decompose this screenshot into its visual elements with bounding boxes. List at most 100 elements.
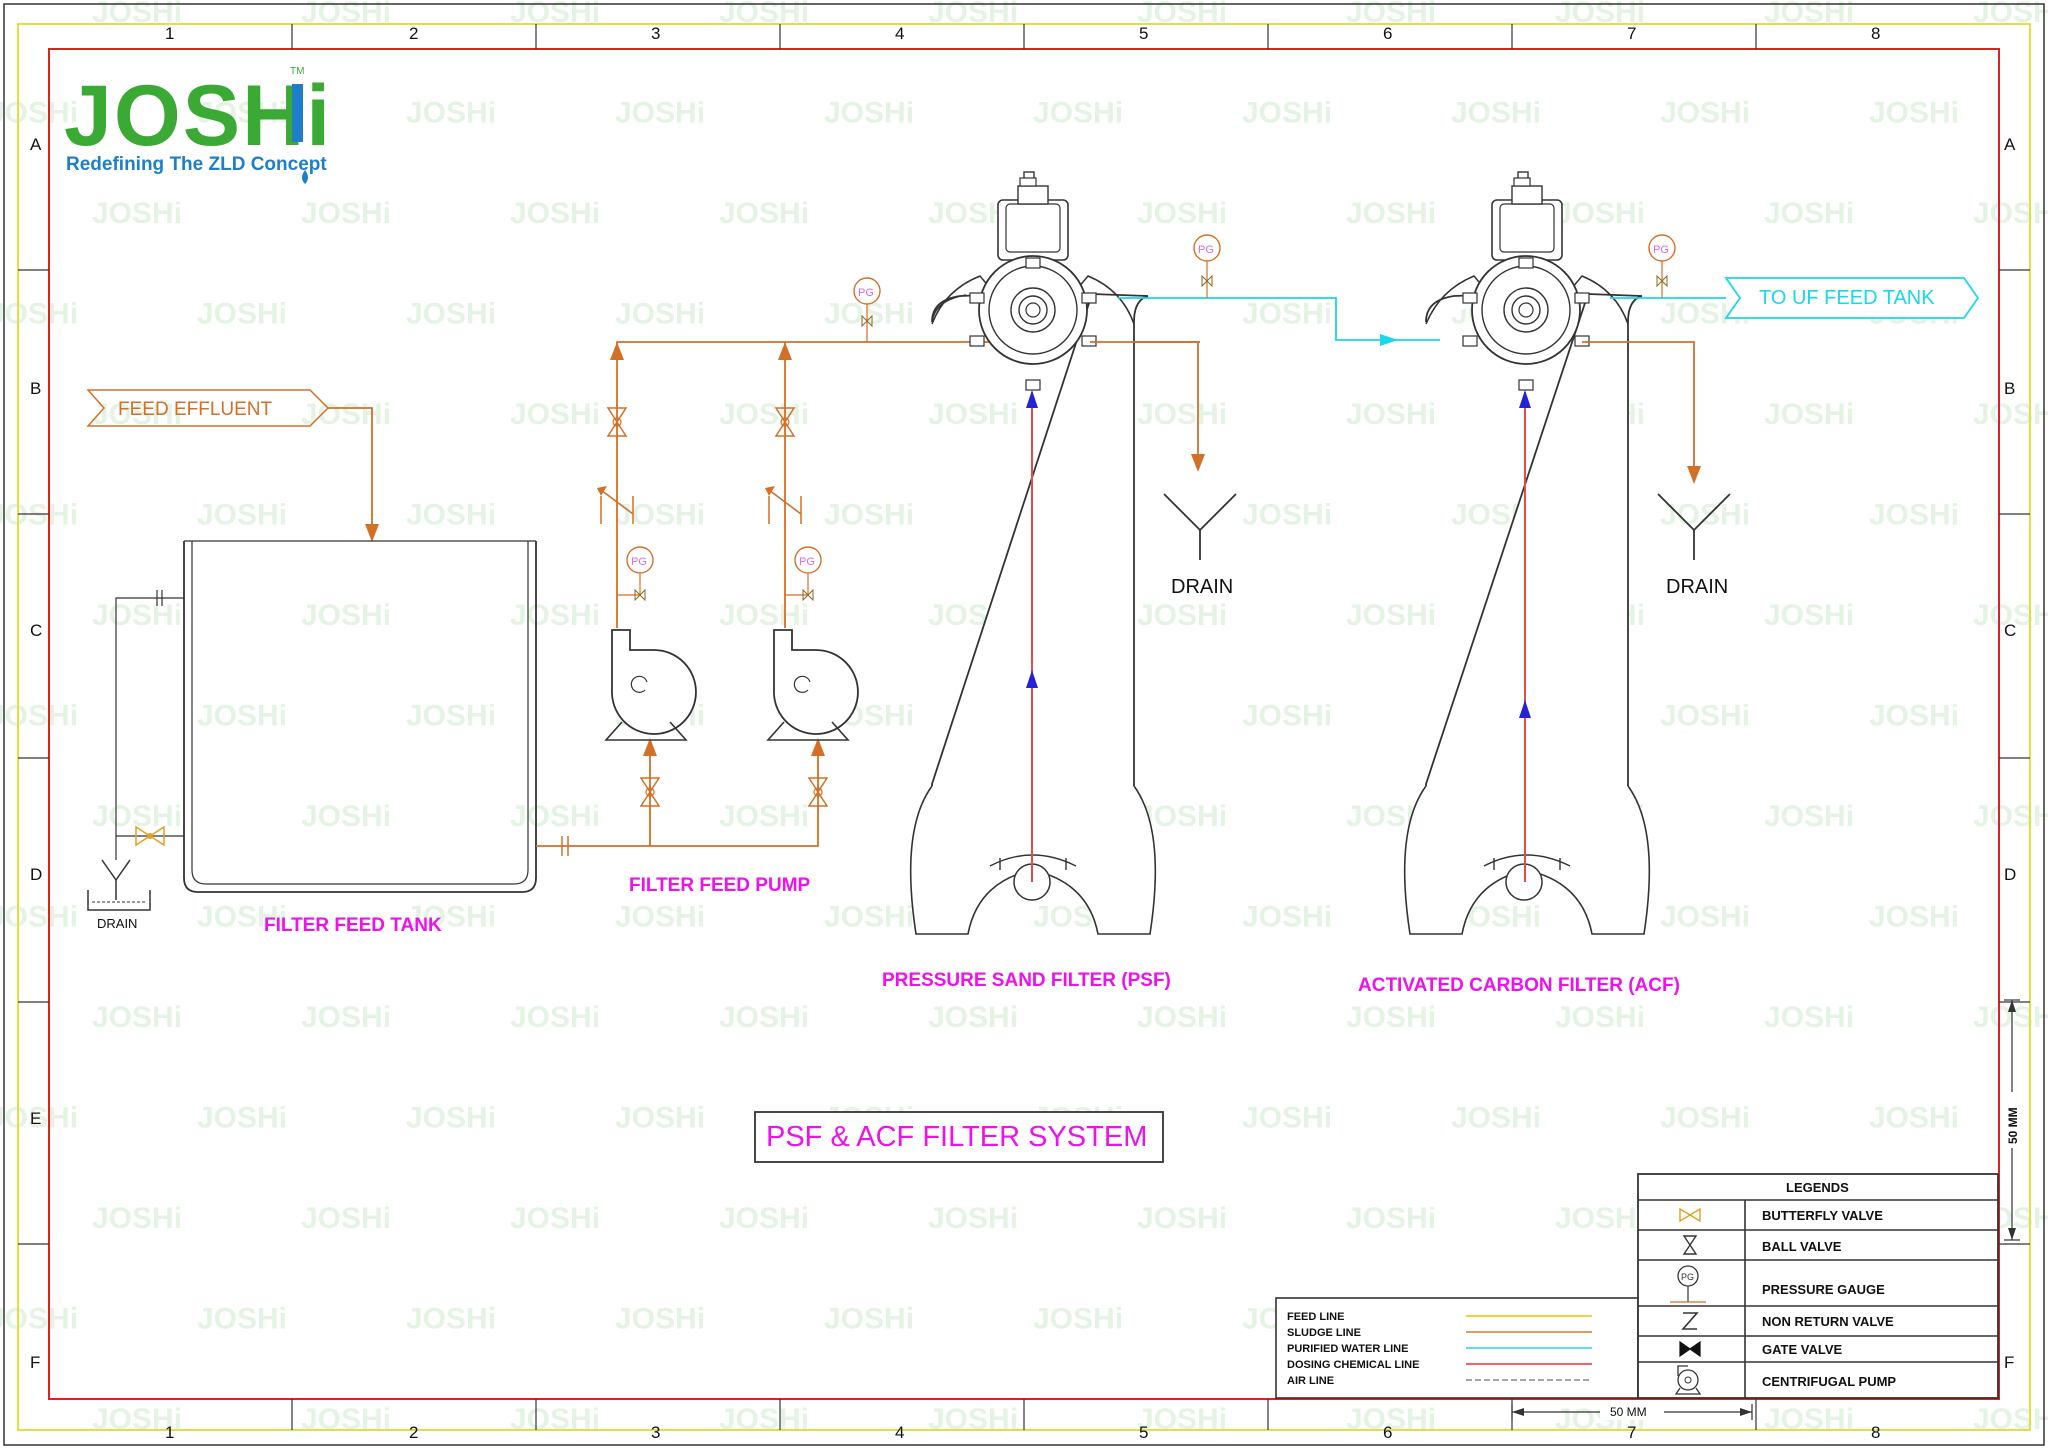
watermark: JOSHi	[0, 1303, 78, 1336]
watermark: JOSHi	[1137, 1202, 1227, 1235]
svg-text:PG: PG	[799, 556, 815, 568]
gate-valve-icon	[1679, 1340, 1701, 1358]
watermark: JOSHi	[301, 1403, 391, 1436]
watermark: JOSHi	[1033, 1303, 1123, 1336]
grid-row-label: B	[30, 379, 41, 398]
grid-column-label: 2	[409, 24, 418, 43]
watermark: JOSHi	[1869, 700, 1959, 733]
watermark: JOSHi	[0, 298, 78, 331]
svg-text:PG: PG	[631, 556, 647, 568]
watermark: JOSHi	[1242, 1102, 1332, 1135]
activated-carbon-filter: ACTIVATED CARBON FILTER (ACF)	[1358, 171, 1680, 996]
watermark: JOSHi	[406, 901, 496, 934]
filter-feed-tank-label: FILTER FEED TANK	[264, 915, 442, 936]
grid-column-label: 1	[165, 24, 174, 43]
watermark: JOSHi	[197, 901, 287, 934]
watermark: JOSHi	[510, 800, 600, 833]
svg-text:GATE VALVE: GATE VALVE	[1762, 1342, 1843, 1357]
watermark: JOSHi	[1973, 800, 2048, 833]
droplet-icon	[302, 170, 308, 184]
grid-row-label: F	[30, 1353, 40, 1372]
drain-tank-label: DRAIN	[97, 916, 137, 931]
grid-column-label: 6	[1383, 24, 1392, 43]
ball-valve-icon	[807, 777, 829, 807]
line-legend-label: DOSING CHEMICAL LINE	[1287, 1359, 1419, 1371]
watermark: JOSHi	[510, 1403, 600, 1436]
grid-row-label: E	[30, 1109, 41, 1128]
psf-drain-line: DRAIN	[1090, 341, 1237, 598]
watermark: JOSHi	[1764, 398, 1854, 431]
watermark: JOSHi	[1451, 1102, 1541, 1135]
watermark: JOSHi	[824, 499, 914, 532]
watermark: JOSHi	[1137, 599, 1227, 632]
butterfly-valve-icon	[135, 825, 165, 847]
grid-column-label: 3	[651, 24, 660, 43]
grid-row-label: C	[2004, 621, 2016, 640]
watermark: JOSHi	[1137, 197, 1227, 230]
grid-row-label: D	[30, 865, 42, 884]
feed-effluent-label: FEED EFFLUENT	[118, 399, 273, 420]
feed-effluent-arrow: FEED EFFLUENT	[86, 389, 379, 542]
watermark: JOSHi	[928, 1001, 1018, 1034]
grid-column-label: 1	[165, 1423, 174, 1442]
watermark: JOSHi	[928, 1403, 1018, 1436]
line-legend-label: SLUDGE LINE	[1287, 1327, 1361, 1339]
svg-text:BALL VALVE: BALL VALVE	[1762, 1239, 1842, 1254]
grid-column-label: 2	[409, 1423, 418, 1442]
scale-bar-horizontal: 50 MM	[1511, 1402, 1753, 1420]
watermark: JOSHi	[197, 97, 287, 130]
watermark: JOSHi	[615, 97, 705, 130]
pressure-gauge-icon: PG	[1193, 234, 1221, 298]
watermark: JOSHi	[301, 800, 391, 833]
watermark: JOSHi	[1660, 1102, 1750, 1135]
tank-drain-line: DRAIN	[87, 590, 184, 931]
watermark: JOSHi	[1973, 197, 2048, 230]
watermark: JOSHi	[1764, 1001, 1854, 1034]
grid-row-label: A	[2004, 135, 2016, 154]
watermark: JOSHi	[92, 599, 182, 632]
watermark: JOSHi	[615, 499, 705, 532]
watermark: JOSHi	[615, 901, 705, 934]
to-uf-feed-tank-label: TO UF FEED TANK	[1759, 287, 1935, 309]
watermark: JOSHi	[0, 97, 78, 130]
line-legend-label: FEED LINE	[1287, 1311, 1344, 1323]
watermark: JOSHi	[197, 298, 287, 331]
pump-suction-header	[536, 738, 829, 856]
watermark: JOSHi	[1346, 398, 1436, 431]
joshi-logo: JOSHi TM Redefining The ZLD Concept	[64, 66, 330, 184]
watermark: JOSHi	[1555, 1001, 1645, 1034]
grid-column-label: 5	[1139, 24, 1148, 43]
watermark: JOSHi	[1137, 1001, 1227, 1034]
butterfly-valve-icon	[1679, 1207, 1701, 1223]
svg-text:BUTTERFLY VALVE: BUTTERFLY VALVE	[1762, 1208, 1883, 1223]
watermark: JOSHi	[406, 298, 496, 331]
grid-row-label: B	[2004, 379, 2015, 398]
watermark: JOSHi	[406, 1102, 496, 1135]
watermark: JOSHi	[510, 1001, 600, 1034]
drawing-title: PSF & ACF FILTER SYSTEM	[766, 1121, 1147, 1153]
filter-feed-tank: FILTER FEED TANK	[183, 540, 537, 936]
ball-valve-icon	[606, 407, 628, 437]
watermark: JOSHi	[510, 398, 600, 431]
logo-tagline: Redefining The ZLD Concept	[66, 154, 327, 175]
grid-column-label: 3	[651, 1423, 660, 1442]
watermark: JOSHi	[719, 197, 809, 230]
grid-row-label: A	[30, 135, 42, 154]
grid-row-label: F	[2004, 1353, 2014, 1372]
watermark: JOSHi	[1137, 398, 1227, 431]
svg-text:PG: PG	[858, 287, 874, 299]
watermark: JOSHi	[197, 1303, 287, 1336]
watermark: JOSHi	[1869, 1102, 1959, 1135]
watermark: JOSHi	[1764, 599, 1854, 632]
watermark: JOSHi	[824, 97, 914, 130]
watermark: JOSHi	[1869, 499, 1959, 532]
watermark: JOSHi	[1242, 499, 1332, 532]
watermark: JOSHi	[0, 901, 78, 934]
scale-label: 50 MM	[1610, 1405, 1647, 1419]
watermark: JOSHi	[197, 499, 287, 532]
watermark: JOSHi	[1973, 1403, 2048, 1436]
watermark: JOSHi	[510, 599, 600, 632]
non-return-valve-icon	[1681, 1312, 1699, 1330]
pressure-gauge-icon: PG	[617, 546, 654, 602]
